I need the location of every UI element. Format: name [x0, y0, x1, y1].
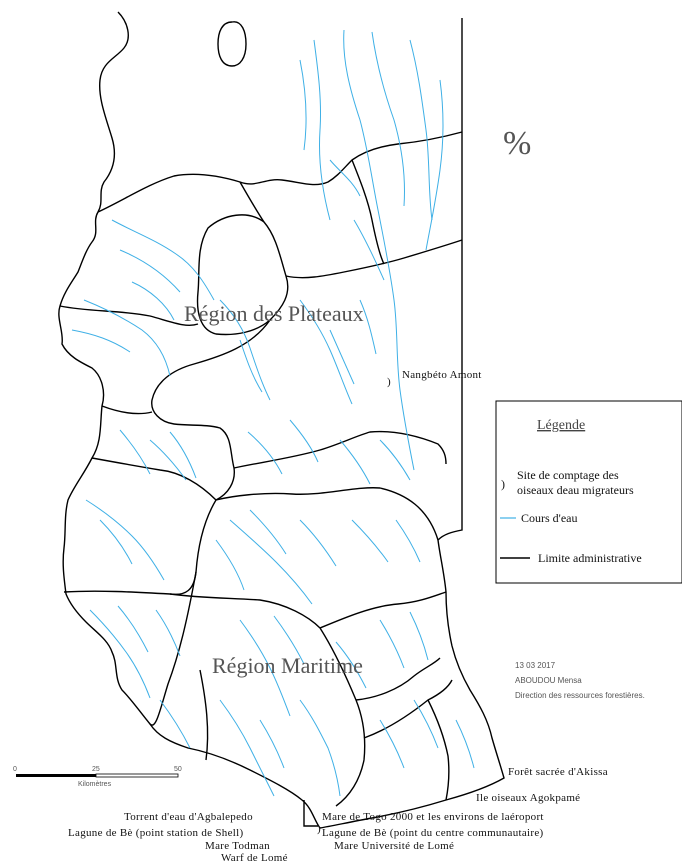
river-line [395, 519, 421, 563]
river-line [359, 299, 377, 355]
site-label-akissa: Forêt sacrée d'Akissa [508, 766, 608, 778]
legend-site-line2: oiseaux deau migrateurs [517, 483, 634, 497]
legend-rivers-label: Cours d'eau [521, 511, 577, 525]
scale-tick-25: 25 [92, 766, 100, 773]
river-line [299, 519, 337, 567]
river-line [131, 281, 175, 321]
river-line [343, 29, 415, 471]
river-line [329, 159, 361, 197]
river-line [413, 699, 439, 749]
legend-site-line1: Site de comptage des [517, 468, 619, 482]
river-line [299, 299, 353, 405]
scale-bar-segment-1 [16, 774, 96, 777]
river-line [119, 249, 181, 293]
admin-boundaries [59, 131, 463, 827]
river-line [219, 299, 271, 401]
site-label-be-shell: Lagune de Bè (point station de Shell) [68, 827, 243, 839]
scale-tick-50: 50 [174, 766, 182, 773]
river-line [379, 719, 405, 769]
river-line [117, 605, 149, 653]
river-line [159, 699, 191, 749]
site-label-todman: Mare Todman [205, 840, 270, 852]
river-line [409, 611, 429, 661]
river-line [299, 699, 341, 797]
river-line [215, 539, 245, 591]
river-line [409, 39, 433, 221]
region-label-maritime: Région Maritime [212, 653, 363, 678]
river-line [379, 439, 411, 481]
site-label-agokpame: Ile oiseaux Agokpamé [476, 792, 580, 804]
site-label-universite: Mare Université de Lomé [334, 840, 454, 852]
river-line [85, 499, 165, 581]
river-line [239, 619, 291, 717]
river-line [299, 59, 307, 151]
legend-frame [495, 400, 682, 584]
legend: Légende ) Site de comptage des oiseaux d… [495, 400, 682, 584]
site-label-agbalepedo: Torrent d'eau d'Agbalepedo [124, 811, 253, 823]
credit-org: Direction des ressources forestières. [515, 691, 645, 700]
river-line [379, 619, 405, 669]
river-line [425, 79, 444, 251]
river-line [371, 31, 405, 207]
scale-unit: Kilomètres [78, 781, 112, 788]
credit-date: 13 03 2017 [515, 661, 556, 670]
river-line [351, 519, 389, 563]
scale-bar: 0 25 50 Kilomètres [13, 766, 182, 788]
river-line [149, 439, 187, 481]
legend-site-symbol-icon: ) [501, 477, 505, 491]
site-markers: ) ) [317, 376, 391, 835]
river-line [169, 431, 197, 479]
river-line [239, 339, 263, 393]
lake-outline [217, 21, 247, 67]
region-label-plateaux: Région des Plateaux [184, 301, 364, 326]
legend-admin-label: Limite administrative [538, 551, 642, 565]
river-line [273, 615, 305, 665]
river-network [71, 29, 475, 797]
credit-author: ABOUDOU Mensa [515, 676, 582, 685]
river-line [219, 699, 275, 797]
river-line [335, 641, 367, 689]
legend-title: Légende [537, 418, 585, 433]
river-line [119, 429, 151, 475]
site-marker-icon: ) [387, 376, 391, 388]
map-outer-border [58, 11, 505, 829]
river-line [99, 519, 133, 565]
river-line [339, 439, 371, 485]
site-marker-icon: ) [317, 823, 321, 835]
river-line [89, 609, 151, 699]
river-line [111, 219, 215, 301]
river-line [259, 719, 285, 769]
river-line [313, 39, 331, 221]
site-label-be-centre: Lagune de Bè (point du centre communauta… [322, 827, 544, 839]
river-line [353, 219, 385, 281]
river-line [247, 431, 283, 475]
river-line [155, 609, 181, 657]
scale-tick-0: 0 [13, 766, 17, 773]
scale-bar-segment-2 [95, 773, 179, 778]
site-label-nangbeto: Nangbéto Amont [402, 369, 482, 381]
river-line [455, 719, 475, 769]
river-line [249, 509, 287, 555]
river-line [329, 329, 355, 385]
river-line [229, 519, 313, 605]
site-label-togo2000: Mare de Togo 2000 et les environs de laé… [322, 811, 544, 823]
site-label-warf: Warf de Lomé [221, 852, 288, 864]
river-line [83, 299, 171, 377]
river-line [289, 419, 319, 463]
river-line [71, 329, 131, 353]
north-arrow-icon: % [503, 125, 531, 162]
